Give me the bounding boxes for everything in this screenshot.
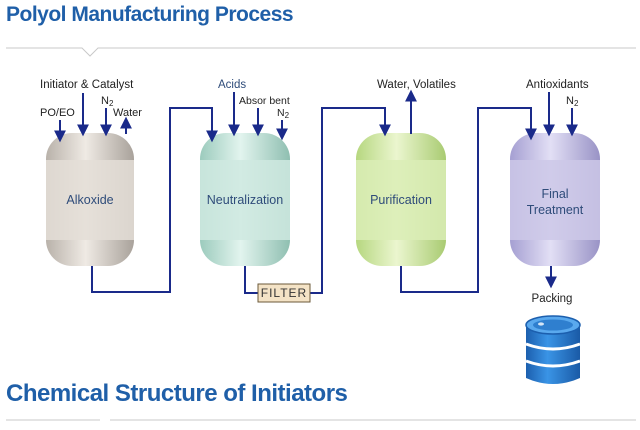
label-antioxidants: Antioxidants [526,79,589,91]
tank-final-treatment [510,133,600,266]
label-water-volatiles: Water, Volatiles [377,79,456,91]
n2-b-text: N [277,107,285,119]
n2-b-sub: 2 [285,111,290,120]
label-n2-b: N2 [277,107,290,120]
alkoxide-input-arrows [54,89,578,294]
top-divider [6,47,636,57]
stage-label-alkoxide: Alkoxide [66,193,113,207]
label-n2-c: N2 [566,95,579,108]
n2-a-sub: 2 [109,99,114,108]
filter-label: FILTER [261,286,307,300]
structures-title: Chemical Structure of Initiators [6,380,348,407]
label-water: Water [113,107,142,119]
n2-c-text: N [566,95,574,107]
stage-label-treatment: Treatment [527,203,584,217]
stage-label-purification: Purification [370,193,432,207]
tank-alkoxide [46,133,134,266]
label-absorbent: Absor bent [239,95,290,107]
filter-box: FILTER [257,283,311,303]
drum-icon [525,315,581,384]
packing-label: Packing [532,293,573,305]
n2-c-sub: 2 [574,99,579,108]
label-n2-a: N2 [101,95,114,108]
stage-label-neutralization: Neutralization [207,193,283,207]
label-po-eo: PO/EO [40,107,75,119]
tank-neutralization [200,133,290,266]
label-initiator-catalyst: Initiator & Catalyst [40,79,134,91]
stage-label-final: Final [541,187,568,201]
tank-purification [356,133,446,266]
n2-a-text: N [101,95,109,107]
label-acids: Acids [218,79,246,91]
process-title: Polyol Manufacturing Process [6,3,294,26]
